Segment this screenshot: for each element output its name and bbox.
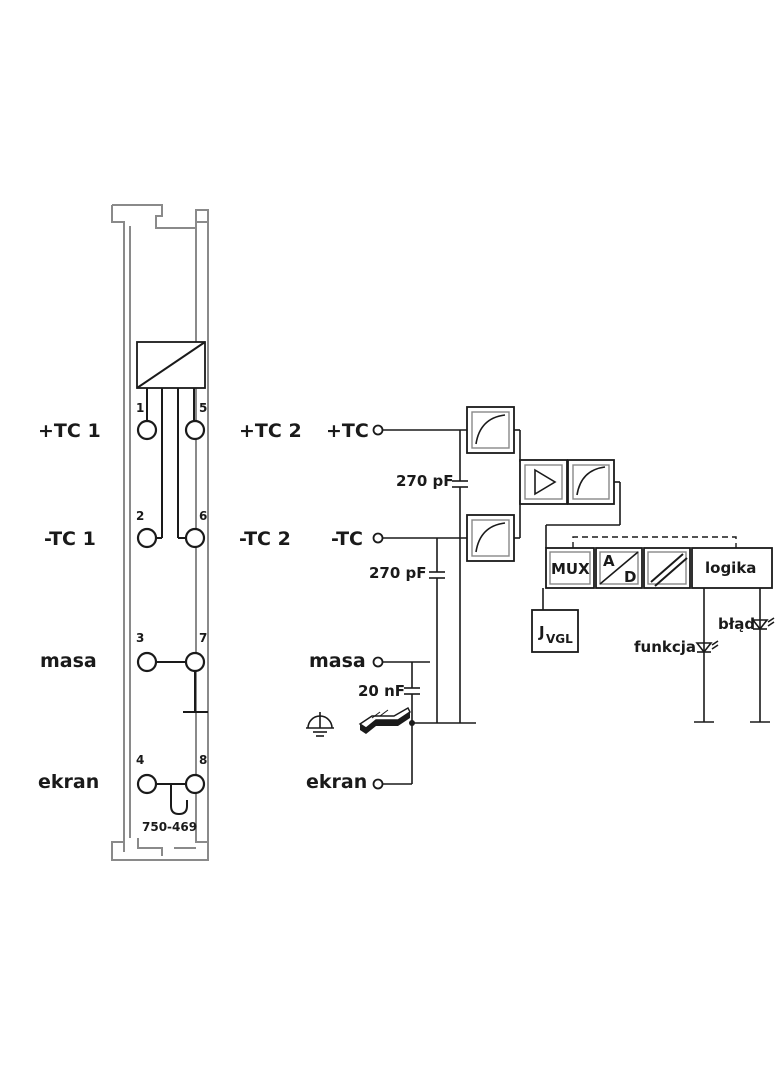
mid-labels: +TC 2 -TC 2 — [239, 420, 302, 550]
pin-2-label: 2 — [136, 509, 144, 523]
pin-8-label: 8 — [199, 753, 207, 767]
amplifier-block — [519, 459, 568, 505]
terminal-4 — [136, 773, 158, 795]
terminal-6 — [184, 527, 206, 549]
terminal-8 — [184, 773, 206, 795]
digital-chain: MUX A D logika J VGL — [531, 547, 773, 653]
leds: funkcja błąd — [634, 615, 775, 656]
schematic-terminals — [372, 424, 384, 790]
label-tc-minus: -TC — [331, 528, 363, 550]
ad-label-d: D — [624, 568, 636, 586]
jvgl-label-j: J — [538, 623, 545, 641]
terminal-tc-minus — [372, 532, 384, 544]
filter-block-post — [567, 459, 615, 505]
pin-7-label: 7 — [199, 631, 207, 645]
earth-ground-icon — [306, 712, 334, 737]
filter-block-minus — [466, 514, 515, 562]
jvgl-label-sub: VGL — [546, 632, 573, 646]
filter-block-plus — [466, 406, 515, 454]
led-function-label: funkcja — [634, 638, 696, 656]
control-dashed-line — [572, 536, 737, 548]
converter-diagonal — [136, 341, 206, 389]
jvgl-box — [531, 609, 579, 653]
filter-curve-plus — [475, 414, 506, 445]
terminal-7 — [184, 651, 206, 673]
terminal-tc-plus — [372, 424, 384, 436]
led-error-icon — [751, 617, 775, 631]
label-cap-top: 270 pF — [396, 472, 454, 490]
module-terminals — [136, 419, 206, 795]
terminal-2 — [136, 527, 158, 549]
left-labels: +TC 1 -TC 1 masa ekran — [38, 420, 101, 793]
ad-label-a: A — [603, 552, 615, 570]
led-function-icon — [695, 640, 719, 654]
pin-numbers: 1 2 3 4 5 6 7 8 — [136, 401, 207, 767]
logic-box — [691, 547, 773, 589]
label-masa-left: masa — [40, 650, 97, 672]
filter-curve-minus — [475, 522, 506, 553]
pin-1-label: 1 — [136, 401, 144, 415]
pin-5-label: 5 — [199, 401, 207, 415]
terminal-ekran — [372, 778, 384, 790]
label-tc1-minus: -TC 1 — [44, 528, 96, 550]
mux-label: MUX — [551, 560, 590, 578]
terminal-3 — [136, 651, 158, 673]
ad-diagonal — [599, 551, 639, 585]
schematic-wires — [383, 429, 770, 785]
housing-bottom-notch — [123, 838, 196, 856]
terminal-masa — [372, 656, 384, 668]
ground-node — [409, 720, 415, 726]
ekran-hook — [170, 784, 188, 816]
pin-6-label: 6 — [199, 509, 207, 523]
label-masa-right: masa — [309, 650, 366, 672]
module-converter-symbol — [136, 341, 206, 389]
pin-3-label: 3 — [136, 631, 144, 645]
filter-blocks — [466, 406, 615, 562]
label-tc2-minus: -TC 2 — [239, 528, 291, 550]
label-tc2-plus: +TC 2 — [239, 420, 302, 442]
terminal-1 — [136, 419, 158, 441]
logic-label: logika — [705, 559, 756, 577]
label-cap-bottom: 270 pF — [369, 564, 427, 582]
label-cap-ground: 20 nF — [358, 682, 405, 700]
filter-curve-post — [576, 466, 606, 496]
label-tc1-plus: +TC 1 — [38, 420, 101, 442]
led-error-label: błąd — [718, 615, 755, 633]
pin-4-label: 4 — [136, 753, 144, 767]
label-ekran-left: ekran — [38, 771, 99, 793]
label-tc-plus: +TC — [326, 420, 369, 442]
amplifier-triangle — [534, 468, 557, 496]
schematic-labels: +TC -TC masa ekran 270 pF 270 pF 20 nF — [306, 420, 454, 793]
module-housing — [111, 204, 209, 861]
label-ekran-right: ekran — [306, 771, 367, 793]
module-wires — [146, 388, 208, 816]
isolation-diagonal-b — [654, 557, 688, 587]
terminal-5 — [184, 419, 206, 441]
isolation-diagonal-a — [650, 553, 684, 583]
module-model: 750-469 — [142, 820, 197, 834]
din-rail-icon — [358, 707, 411, 734]
